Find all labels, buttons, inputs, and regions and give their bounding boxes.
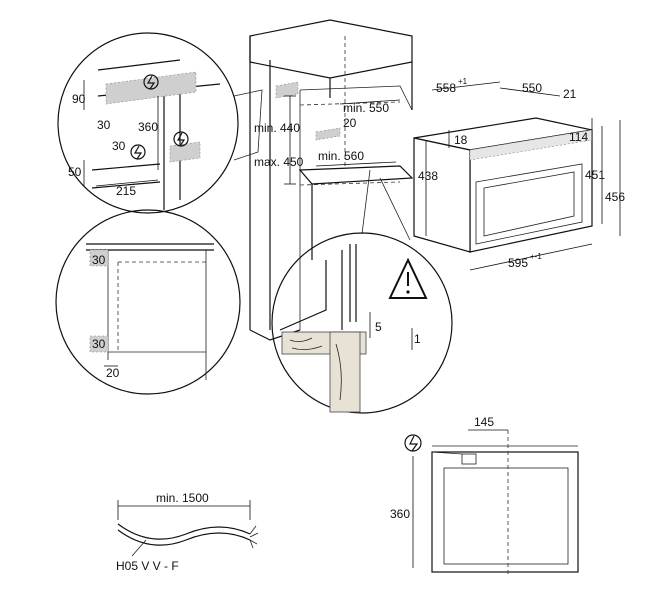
oven-height-438-label: 438 — [418, 169, 438, 183]
oven-depth-tolerance: +1 — [458, 77, 468, 86]
side-top-zone — [89, 249, 109, 267]
side-bottom-zone — [89, 335, 109, 353]
cabinet-min-depth-label: min. 550 — [343, 101, 389, 115]
electric-connection-icon — [143, 74, 159, 90]
warning-5-label: 5 — [375, 320, 382, 334]
warning-triangle-icon — [388, 257, 428, 299]
oven-width-tolerance: +-1 — [530, 252, 542, 261]
cable-type-label: H05 V V - F — [116, 559, 179, 573]
detail-215-label: 215 — [116, 184, 136, 198]
electric-connection-icon — [130, 144, 146, 160]
cable-drawing: min. 1500 H05 V V - F — [116, 491, 259, 573]
cabinet-cutout-zone — [315, 127, 341, 141]
oven-height-451-label: 451 — [585, 168, 605, 182]
detail-side-electric-zone — [169, 141, 201, 163]
cabinet-electric-zone — [275, 81, 299, 99]
detail-50-label: 50 — [68, 165, 82, 179]
detail-30b-label: 30 — [112, 139, 126, 153]
rear-145-label: 145 — [474, 415, 494, 429]
rear-view-drawing: 145 360 — [390, 415, 579, 576]
oven-body-depth-label: 550 — [522, 81, 542, 95]
cabinet-20-label: 20 — [343, 116, 357, 130]
cabinet-min-width-label: min. 560 — [318, 149, 364, 163]
side-20-label: 20 — [106, 366, 120, 380]
electric-connection-icon — [404, 434, 422, 452]
oven-depth-label: 558 — [436, 81, 456, 95]
detail-circle-side: 30 30 20 — [55, 209, 241, 395]
detail-circle-top-left: 90 30 360 30 50 215 — [57, 32, 239, 214]
oven-top-offset-label: 114 — [569, 130, 588, 144]
side-30-top-label: 30 — [92, 253, 106, 267]
cabinet-min-height-label: min. 440 — [254, 121, 300, 135]
oven-panel-offset-label: 18 — [454, 133, 468, 147]
side-30-bottom-label: 30 — [92, 337, 106, 351]
electric-connection-icon — [173, 131, 189, 147]
oven-width-label: 595 — [508, 256, 528, 270]
cable-length-label: min. 1500 — [156, 491, 209, 505]
detail-circle-warning: 5 1 — [271, 169, 453, 414]
warning-1-label: 1 — [414, 332, 421, 346]
oven-front-thickness-label: 21 — [563, 87, 577, 101]
detail-90-label: 90 — [72, 92, 86, 106]
cabinet-drawing: min. 550 20 min. 440 max. 450 min. 560 — [233, 19, 414, 341]
cabinet-max-height-label: max. 450 — [254, 155, 304, 169]
detail-360-label: 360 — [138, 120, 158, 134]
rear-360-label: 360 — [390, 507, 410, 521]
oven-height-456-label: 456 — [605, 190, 625, 204]
detail-30a-label: 30 — [97, 118, 111, 132]
oven-drawing: 558 +1 550 21 114 18 438 451 456 595 +-1 — [413, 77, 625, 271]
